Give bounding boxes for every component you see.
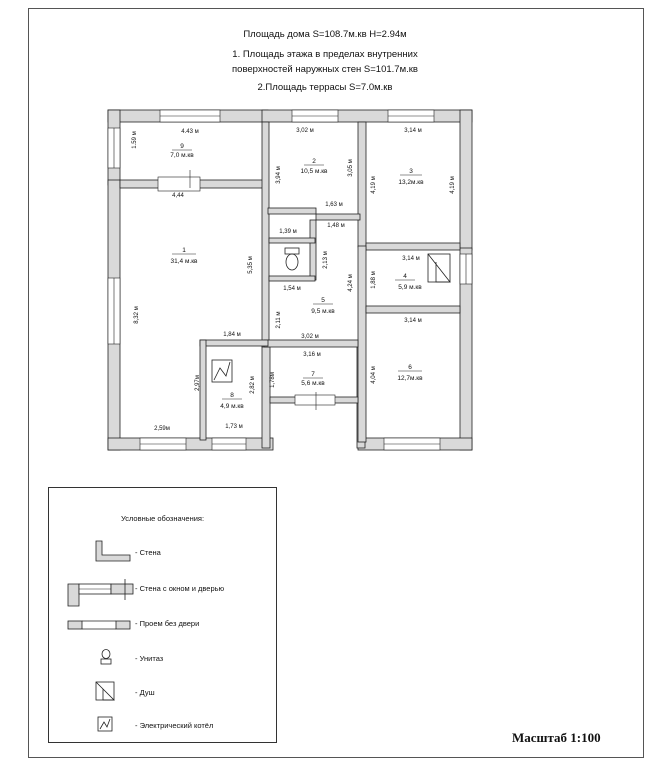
dim-173: 1,73 м <box>225 424 242 430</box>
room-1-number: 1 <box>182 247 186 254</box>
outer-wall-bottom-left <box>107 437 274 451</box>
dim-282: 2,82 м <box>250 376 256 393</box>
toilet-icon <box>100 649 112 665</box>
opening-symbol <box>67 620 131 630</box>
room-6-area: 12,7м.кв <box>397 375 423 382</box>
outer-wall-right-upper <box>459 109 473 251</box>
dim-184: 1,84 м <box>223 332 240 338</box>
room-6-number: 6 <box>408 364 412 371</box>
floor-area-line-1: 1. Площадь этажа в пределах внутренних <box>232 49 418 60</box>
dim-305: 3,05 м <box>348 159 354 176</box>
wall-wc-side <box>309 219 317 281</box>
dim-139: 1,39 м <box>279 229 296 235</box>
toilet-tank <box>284 247 300 255</box>
dim-213: 2,13 м <box>323 251 329 268</box>
legend-wall: - Стена <box>135 548 161 557</box>
dim-419-right: 4,19 м <box>450 176 456 193</box>
floor-area-line-2: поверхностей наружных стен S=101.7м.кв <box>232 64 418 75</box>
dim-211: 2,11 м <box>276 311 282 328</box>
dim-419-left: 4,19 м <box>371 176 377 193</box>
walls <box>107 109 473 451</box>
room-7-area: 5,6 м.кв <box>301 380 325 387</box>
room-9-number: 9 <box>180 143 184 150</box>
dim-148: 1,48 м <box>327 223 344 229</box>
door-9-1 <box>157 176 201 192</box>
dim-314-top: 3,14 м <box>404 128 421 134</box>
sheet-frame <box>28 8 644 758</box>
dim-404: 4,04 м <box>371 366 377 383</box>
room-8-area: 4,9 м.кв <box>220 403 244 410</box>
window-door-symbol <box>67 579 134 607</box>
room-9-area: 7,0 м.кв <box>170 152 194 159</box>
room-3-area: 13,2м.кв <box>398 179 424 186</box>
room-5-number: 5 <box>321 297 325 304</box>
dim-316: 3,16 м <box>303 352 320 358</box>
dim-163: 1,63 м <box>325 202 342 208</box>
toilet-fixture <box>284 247 300 271</box>
shower-fixture <box>427 253 451 283</box>
dimension-labels: 4.43 м 1.59 м 4,44 3,02 м 3,14 м 3,94 м … <box>132 128 456 432</box>
dim-444: 4,44 <box>172 193 184 199</box>
wall-hall-top <box>315 213 361 221</box>
dim-302-top: 3,02 м <box>296 128 313 134</box>
dim-178: 1,78м <box>270 372 276 388</box>
wall-4-6 <box>365 305 461 314</box>
boiler-fixture <box>211 359 233 383</box>
room-7-number: 7 <box>311 371 315 378</box>
windows <box>107 109 473 451</box>
terrace-area-line: 2.Площадь террасы S=7.0м.кв <box>257 82 393 93</box>
room-2-number: 2 <box>312 158 316 165</box>
door-terrace <box>294 394 336 406</box>
room-5-area: 9,5 м.кв <box>311 308 335 315</box>
room-4-number: 4 <box>403 273 407 280</box>
legend-toilet: - Унитаз <box>135 654 164 663</box>
wall-3-4 <box>365 242 461 251</box>
wall-1-8 <box>199 339 269 347</box>
floor-plan: 9 7,0 м.кв 2 10,5 м.кв 3 13,2м.кв 1 31,4… <box>107 109 473 451</box>
wall-2-3 <box>357 121 367 248</box>
boiler-box <box>211 359 233 383</box>
room-8-number: 8 <box>230 392 234 399</box>
legend-opening: - Проем без двери <box>135 619 200 628</box>
legend-boiler: - Электрический котёл <box>135 721 214 730</box>
wall-2-bottom <box>267 207 317 215</box>
legend-shower: - Душ <box>135 688 155 697</box>
dim-159: 1.59 м <box>132 131 138 148</box>
dim-314-room6: 3,14 м <box>404 318 421 324</box>
legend-title: Условные обозначения: <box>120 514 205 523</box>
wall-5-7 <box>263 339 359 348</box>
room-labels: 9 7,0 м.кв 2 10,5 м.кв 3 13,2м.кв 1 31,4… <box>170 143 424 410</box>
boiler-zigzag <box>213 361 231 381</box>
wall-symbol <box>95 540 131 562</box>
room-3-number: 3 <box>409 168 413 175</box>
boiler-icon <box>97 716 113 732</box>
dim-832: 8,32 м <box>134 306 140 323</box>
dim-259: 2,59м <box>154 426 170 432</box>
room-1-area: 31,4 м.кв <box>170 258 198 265</box>
terrace-wall-left <box>261 344 271 449</box>
shower-icon <box>95 681 115 701</box>
dim-424: 4,24 м <box>348 274 354 291</box>
dim-394: 3,94 м <box>276 166 282 183</box>
dim-535: 5,35 м <box>248 256 254 273</box>
plan-title: Площадь дома S=108.7м.кв H=2.94м <box>243 29 407 40</box>
wall-wc-bottom <box>268 275 316 282</box>
wall-1-2 <box>261 121 270 348</box>
dim-302-bottom: 3,02 м <box>301 334 318 340</box>
legend-window-door: - Стена с окном и дверью <box>135 584 225 593</box>
wall-4-5 <box>357 245 367 443</box>
wall-wc-top <box>268 237 316 244</box>
toilet-bowl <box>285 253 299 271</box>
dim-314-room4: 3,14 м <box>402 256 419 262</box>
dim-297: 2,97м <box>195 375 201 391</box>
room-4-area: 5,9 м.кв <box>398 284 422 291</box>
shower-lines <box>427 253 451 283</box>
wall-8-left <box>199 339 207 441</box>
room-2-area: 10,5 м.кв <box>300 168 328 175</box>
dim-443: 4.43 м <box>181 129 198 135</box>
scale-label: Масштаб 1:100 <box>512 730 601 745</box>
legend-box: Условные обозначения: - Стена - Стена с … <box>48 487 277 743</box>
dim-154: 1,54 м <box>283 286 300 292</box>
dim-188: 1,88 м <box>371 271 377 288</box>
